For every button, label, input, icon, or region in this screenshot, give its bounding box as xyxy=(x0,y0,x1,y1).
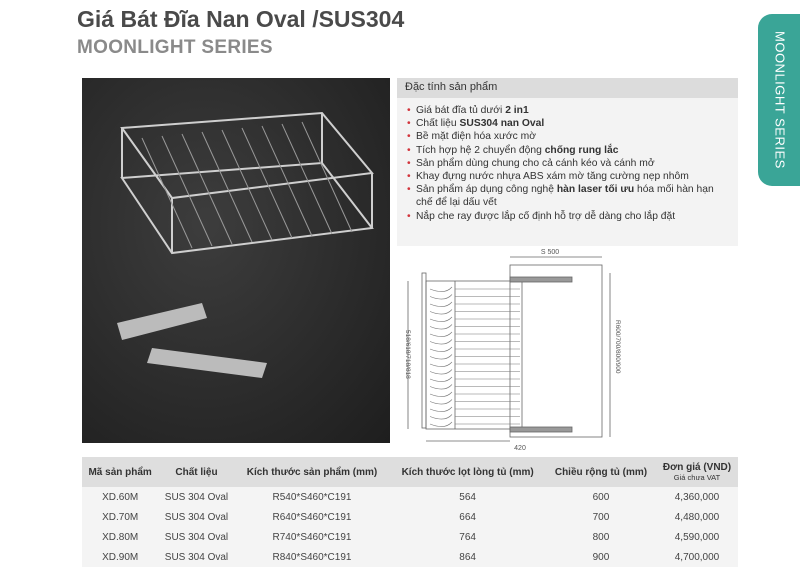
col-material: Chất liệu xyxy=(158,457,235,487)
product-features-panel: Đặc tính sản phẩm Giá bát đĩa tủ dưới 2 … xyxy=(397,78,738,246)
table-cell: XD.70M xyxy=(102,511,139,523)
series-subtitle: MOONLIGHT SERIES xyxy=(77,37,273,58)
plate-holder xyxy=(429,391,453,397)
price-table: Mã sản phẩm Chất liệu Kích thước sản phẩ… xyxy=(82,457,738,567)
feature-item: Sản phẩm dùng chung cho cả cánh kéo và c… xyxy=(407,157,730,170)
feature-item: Sản phẩm áp dụng công nghệ hàn laser tối… xyxy=(407,183,730,209)
dim-inner-width: 518/618/718/818 xyxy=(404,330,411,379)
plate-holder xyxy=(429,301,453,307)
plate-holder xyxy=(429,384,453,390)
table-cell: R540*S460*C191 xyxy=(272,491,352,503)
col-product-size: Kích thước sản phẩm (mm) xyxy=(234,457,390,487)
col-inner-size: Kích thước lọt lòng tủ (mm) xyxy=(389,457,546,487)
product-photo xyxy=(82,78,390,443)
feature-item: Khay đựng nước nhựa ABS xám mờ tăng cườn… xyxy=(407,170,730,183)
table-cell: 700 xyxy=(592,511,610,523)
plate-holder xyxy=(429,316,453,322)
table-cell: XD.60M xyxy=(102,491,139,503)
plate-holder xyxy=(429,414,453,420)
col-cabinet-width: Chiều rộng tủ (mm) xyxy=(545,457,656,487)
table-cell: 564 xyxy=(459,491,476,503)
table-cell: 800 xyxy=(592,531,610,543)
table-cell: SUS 304 Oval xyxy=(164,491,229,503)
table-cell: 600 xyxy=(592,491,610,503)
col-price: Đơn giá (VND)Giá chưa VAT xyxy=(655,457,738,487)
dim-cabinet-width: R600/700/800/900 xyxy=(614,320,621,374)
table-row: XD.60M SUS 304 Oval R540*S460*C191 564 600 4,… xyxy=(82,487,738,507)
table-cell: R640*S460*C191 xyxy=(272,511,352,523)
plate-holder xyxy=(429,399,453,405)
plate-holder xyxy=(429,286,453,292)
features-heading: Đặc tính sản phẩm xyxy=(397,78,738,98)
table-cell: 764 xyxy=(459,531,476,543)
page-title: Giá Bát Đĩa Nan Oval /SUS304 xyxy=(77,6,405,32)
table-cell: XD.80M xyxy=(102,531,139,543)
side-tab-label: MOONLIGHT SERIES xyxy=(772,31,788,169)
dish-rack-illustration xyxy=(117,111,374,378)
table-cell: SUS 304 Oval xyxy=(164,551,229,563)
table-row: XD.70M SUS 304 Oval R640*S460*C191 664 700 4,… xyxy=(82,507,738,527)
feature-item: Bề mặt điện hóa xước mờ xyxy=(407,130,730,143)
feature-item: Giá bát đĩa tủ dưới 2 in1 xyxy=(407,104,730,117)
plate-holder xyxy=(429,346,453,352)
plate-holder xyxy=(429,331,453,337)
plate-holder xyxy=(429,361,453,367)
plate-holder xyxy=(429,339,453,345)
drawer-slides-illustration xyxy=(117,303,267,378)
technical-drawing: S 500 420 518/618/718/818 R600/700/800/9… xyxy=(404,249,621,452)
plate-holder xyxy=(429,369,453,375)
feature-item: Tích hợp hệ 2 chuyển động chống rung lắc xyxy=(407,144,730,157)
plate-holder xyxy=(429,376,453,382)
table-header-row: Mã sản phẩm Chất liệu Kích thước sản phẩ… xyxy=(82,457,738,487)
plate-holder xyxy=(429,406,453,412)
plate-holder xyxy=(429,421,453,427)
plate-holder xyxy=(429,294,453,300)
plate-holder xyxy=(429,324,453,330)
table-row: XD.90M SUS 304 Oval R840*S460*C191 864 900 4,… xyxy=(82,547,738,567)
series-side-tab: MOONLIGHT SERIES xyxy=(758,14,800,186)
table-cell: R740*S460*C191 xyxy=(272,531,352,543)
table-cell: SUS 304 Oval xyxy=(164,511,229,523)
feature-item: Nắp che ray được lắp cố định hỗ trợ dễ d… xyxy=(407,210,730,223)
features-list: Giá bát đĩa tủ dưới 2 in1 Chất liệu SUS3… xyxy=(397,104,738,223)
table-cell: 4,480,000 xyxy=(674,511,720,523)
feature-item: Chất liệu SUS304 nan Oval xyxy=(407,117,730,130)
table-cell: 4,360,000 xyxy=(674,491,720,503)
table-cell: 4,700,000 xyxy=(674,551,720,563)
table-row: XD.80M SUS 304 Oval R740*S460*C191 764 800 4,… xyxy=(82,527,738,547)
table-cell: 664 xyxy=(459,511,476,523)
table-cell: SUS 304 Oval xyxy=(164,531,229,543)
table-cell: 4,590,000 xyxy=(674,531,720,543)
col-code: Mã sản phẩm xyxy=(82,457,159,487)
table-cell: XD.90M xyxy=(102,551,139,563)
dim-width: 420 xyxy=(514,445,526,452)
table-cell: 864 xyxy=(459,551,476,563)
dim-depth: S 500 xyxy=(541,249,559,256)
plate-holder xyxy=(429,309,453,315)
plate-holder xyxy=(429,354,453,360)
table-cell: 900 xyxy=(592,551,610,563)
table-cell: R840*S460*C191 xyxy=(272,551,352,563)
